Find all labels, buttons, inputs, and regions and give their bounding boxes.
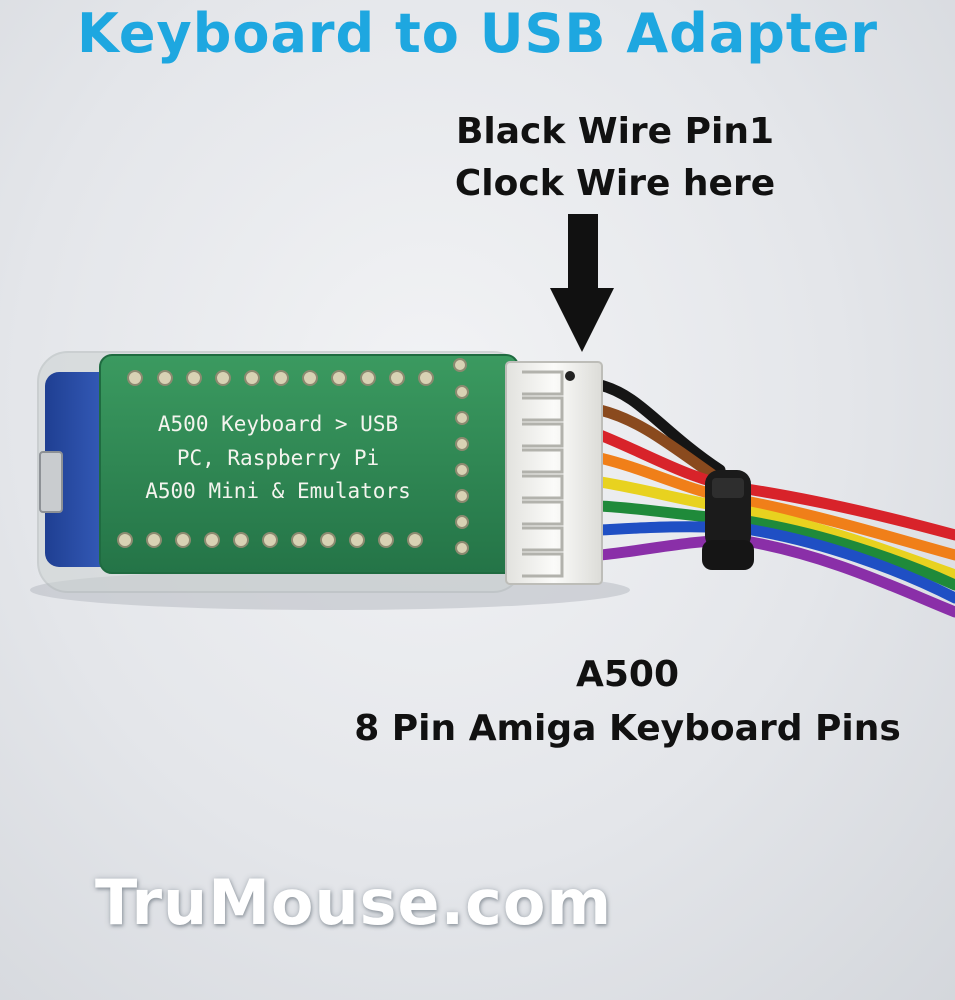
pin1-callout-line-2: Clock Wire here [454, 163, 776, 204]
page-title: Keyboard to USB Adapter [76, 2, 879, 65]
wire-harness [594, 379, 955, 618]
pcb-text-line-2: PC, Raspberry Pi [177, 446, 379, 470]
pin1-marker [565, 371, 575, 381]
wire-purple [594, 534, 955, 618]
connector-callout-line-1: A500 [575, 654, 679, 695]
pin1-arrow-icon [550, 214, 614, 352]
pcb-pads [117, 358, 469, 555]
wire-blue [594, 521, 955, 604]
wire-brown [594, 404, 726, 486]
usb-port-icon [39, 451, 63, 513]
wire-black [594, 379, 726, 476]
wire-yellow [594, 476, 955, 581]
wire-green [594, 500, 955, 591]
pcb-silkscreen: A500 Keyboard > USB PC, Raspberry Pi A50… [145, 412, 411, 503]
pcb-text-line-3: A500 Mini & Emulators [145, 479, 411, 503]
connector-callout: A500 8 Pin Amiga Keyboard Pins [300, 648, 955, 756]
pin1-callout: Black Wire Pin1 Clock Wire here [405, 106, 825, 210]
pcb-text-line-1: A500 Keyboard > USB [158, 412, 398, 436]
eight-pin-connector [505, 361, 603, 585]
brand-watermark: TruMouse.com [95, 866, 613, 939]
connector-callout-line-2: 8 Pin Amiga Keyboard Pins [354, 708, 901, 749]
pin1-callout-line-1: Black Wire Pin1 [455, 111, 775, 152]
cable-tie [702, 470, 754, 570]
